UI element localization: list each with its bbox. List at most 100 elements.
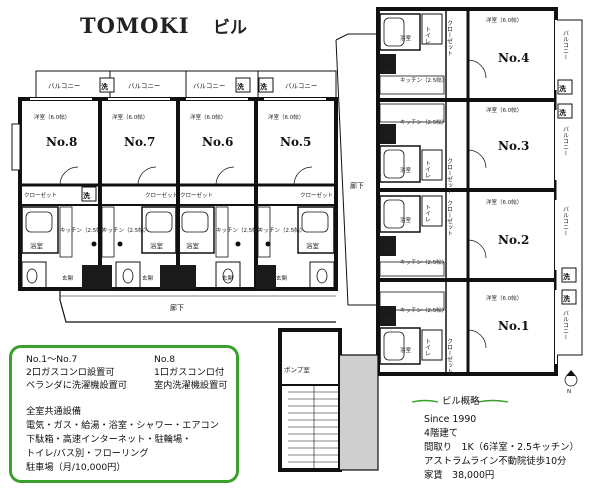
building-title: TOMOKI: [80, 13, 190, 38]
svg-text:浴室: 浴室: [150, 241, 164, 250]
summary-layout: 間取り 1K（6洋室・2.5キッチン）: [424, 442, 579, 453]
info-washer-left: ベランダに洗濯機設置可: [26, 380, 128, 391]
svg-text:バルコニー: バルコニー: [562, 30, 569, 60]
room-no-4: No.4: [498, 51, 529, 65]
svg-text:玄関: 玄関: [384, 246, 396, 254]
svg-text:トイレ: トイレ: [424, 204, 431, 222]
bath-labels-right: 浴室 浴室 浴室 浴室: [400, 34, 412, 354]
info-stove-right: 1口ガスコンロ付: [154, 367, 225, 378]
summary-accent-left: [411, 399, 439, 403]
equipment-info-box: No.1〜No.7 No.8 2口ガスコンロ設置可 1口ガスコンロ付 ベランダに…: [9, 345, 239, 483]
svg-text:バルコニー: バルコニー: [562, 126, 569, 156]
info-units-right: No.8: [154, 354, 176, 365]
svg-text:玄関: 玄関: [384, 134, 396, 142]
svg-text:玄関: 玄関: [384, 66, 396, 74]
info-common-1: 電気・ガス・給湯・浴室・シャワー・エアコン: [26, 420, 219, 431]
svg-text:キッチン（2.5帖）: キッチン（2.5帖）: [216, 226, 263, 234]
room-no-8: No.8: [46, 135, 77, 149]
svg-text:キッチン（2.5帖）: キッチン（2.5帖）: [258, 226, 305, 234]
svg-text:洋室（6.0帖）: 洋室（6.0帖）: [486, 294, 522, 302]
info-stove-left: 2口ガスコンロ設置可: [26, 367, 115, 378]
svg-text:浴室: 浴室: [30, 241, 44, 250]
svg-text:洗: 洗: [260, 82, 267, 91]
svg-text:クローゼット: クローゼット: [180, 191, 213, 199]
summary-rent: 家賃 38,000円: [424, 470, 495, 481]
svg-text:クローゼット: クローゼット: [446, 200, 453, 236]
kitchen-labels-left: キッチン（2.5帖） キッチン（2.5帖） キッチン（2.5帖） キッチン（2.…: [60, 226, 305, 234]
summary-accent-right: [477, 399, 509, 403]
svg-text:キッチン（2.5帖）: キッチン（2.5帖）: [102, 226, 149, 234]
corridor-label-lower: 廊下: [170, 303, 184, 312]
room-no-6: No.6: [202, 135, 233, 149]
bath-labels-left: 浴室 浴室 浴室 浴室: [30, 241, 320, 250]
svg-text:クローゼット: クローゼット: [446, 338, 453, 374]
svg-text:クローゼット: クローゼット: [446, 158, 453, 194]
info-washer-right: 室内洗濯機設置可: [154, 380, 228, 391]
summary-since: Since 1990: [424, 414, 477, 425]
svg-text:玄関: 玄関: [222, 274, 234, 282]
svg-text:浴室: 浴室: [400, 34, 412, 42]
washer-icon: 洗 洗 洗 洗: [557, 79, 577, 305]
summary-access: アストラムライン不動院徒歩10分: [424, 456, 567, 467]
svg-text:キッチン（2.5帖）: キッチン（2.5帖）: [400, 258, 447, 266]
svg-text:浴室: 浴室: [306, 241, 320, 250]
info-common-title: 全室共通設備: [26, 406, 82, 417]
svg-text:洋室（6.0帖）: 洋室（6.0帖）: [190, 113, 226, 121]
closet-labels-left: クローゼット クローゼット クローゼット クローゼット: [24, 191, 333, 199]
svg-text:トイレ: トイレ: [424, 26, 431, 44]
svg-text:洗: 洗: [101, 82, 108, 91]
svg-text:バルコニー: バルコニー: [193, 82, 225, 90]
svg-text:クローゼット: クローゼット: [446, 20, 453, 56]
svg-text:クローゼット: クローゼット: [300, 191, 333, 199]
svg-text:トイレ: トイレ: [424, 338, 431, 356]
building-title-kana: ビル: [213, 18, 247, 38]
shaft-block: [380, 306, 396, 326]
info-common-2: 下駄箱・高速インターネット・駐輪場・: [26, 434, 192, 445]
svg-text:バルコニー: バルコニー: [562, 206, 569, 236]
kitchen-labels-right: キッチン（2.5帖） キッチン（2.5帖） キッチン（2.5帖） キッチン（2.…: [400, 76, 447, 314]
entrance-labels-right: 玄関 玄関 玄関 玄関: [384, 66, 396, 324]
room-no-2: No.2: [498, 233, 529, 247]
svg-text:クローゼット: クローゼット: [145, 191, 178, 199]
western-room-labels-left: 洋室（6.0帖） 洋室（6.0帖） 洋室（6.0帖） 洋室（6.0帖）: [34, 113, 304, 121]
shaft-block: [82, 265, 112, 289]
shaft-block: [178, 265, 196, 289]
svg-text:洗: 洗: [559, 84, 566, 93]
summary-heading: ビル概略: [442, 396, 480, 407]
stairs: [288, 385, 340, 470]
room-no-3: No.3: [498, 139, 529, 153]
info-units-left: No.1〜No.7: [26, 354, 78, 365]
svg-text:バルコニー: バルコニー: [128, 82, 160, 90]
svg-text:洗: 洗: [83, 191, 90, 200]
svg-text:バルコニー: バルコニー: [562, 310, 569, 340]
corridor-label-side: 廊下: [350, 181, 364, 190]
svg-text:洋室（6.0帖）: 洋室（6.0帖）: [34, 113, 70, 121]
svg-text:洗: 洗: [563, 294, 570, 303]
svg-text:玄関: 玄関: [62, 274, 74, 282]
svg-text:洋室（6.0帖）: 洋室（6.0帖）: [486, 198, 522, 206]
shaft-block: [380, 236, 396, 256]
pump-room-label: ポンプ室: [284, 365, 310, 374]
washer-icon: 洗 洗 洗 洗: [81, 77, 274, 202]
svg-text:浴室: 浴室: [186, 241, 200, 250]
compass-icon: [566, 370, 576, 376]
pump-room-block: [278, 328, 379, 472]
svg-text:バルコニー: バルコニー: [285, 82, 317, 90]
svg-text:浴室: 浴室: [400, 346, 412, 354]
shaft-block: [380, 54, 396, 74]
svg-text:玄関: 玄関: [384, 316, 396, 324]
svg-text:洋室（6.0帖）: 洋室（6.0帖）: [112, 113, 148, 121]
shaft-block: [380, 124, 396, 144]
svg-text:キッチン（2.5帖）: キッチン（2.5帖）: [400, 118, 447, 126]
info-common-3: トイレ/バス別・フローリング: [26, 448, 149, 459]
svg-text:洋室（6.0帖）: 洋室（6.0帖）: [486, 106, 522, 114]
western-room-labels-right: 洋室（6.0帖） 洋室（6.0帖） 洋室（6.0帖） 洋室（6.0帖）: [486, 16, 522, 302]
shaft-block: [256, 265, 276, 289]
balcony-labels-right: バルコニー バルコニー バルコニー バルコニー: [562, 30, 569, 340]
info-parking: 駐車場（月/10,000円）: [26, 462, 126, 473]
svg-text:洋室（6.0帖）: 洋室（6.0帖）: [268, 113, 304, 121]
svg-text:浴室: 浴室: [400, 216, 412, 224]
svg-text:浴室: 浴室: [400, 166, 412, 174]
room-no-1: No.1: [498, 319, 529, 333]
